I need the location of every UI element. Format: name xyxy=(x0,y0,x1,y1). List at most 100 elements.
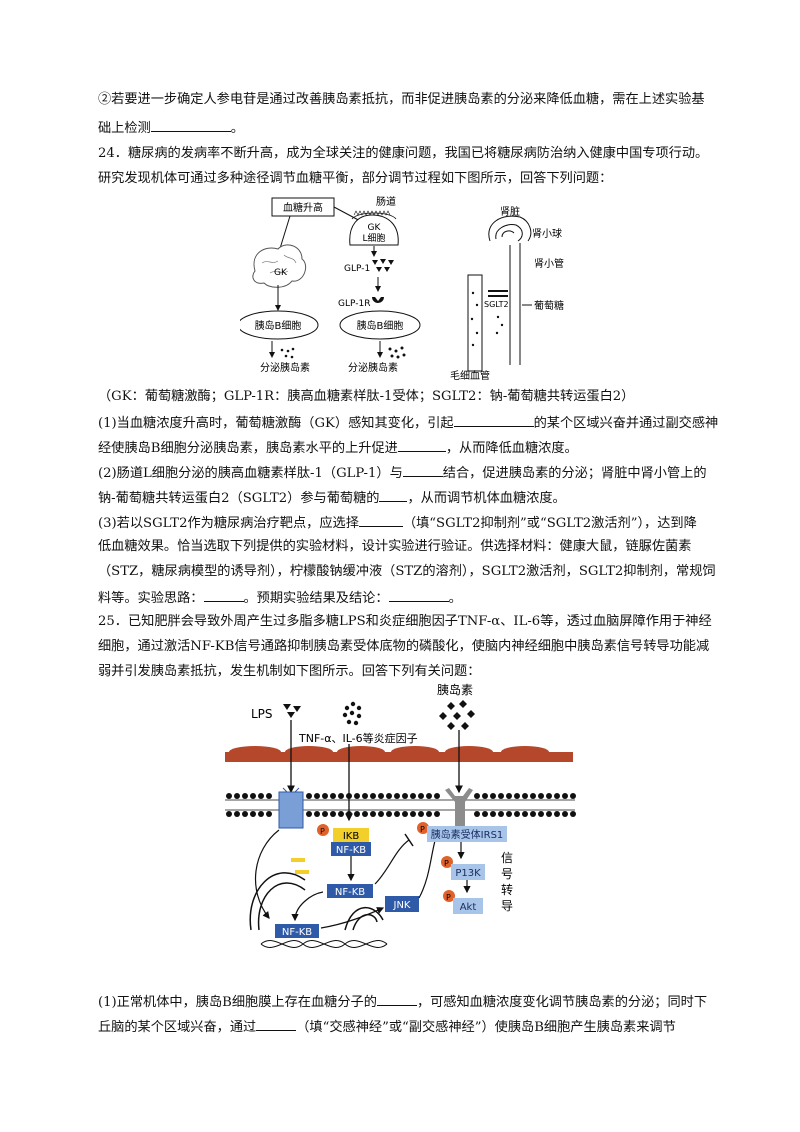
q24-p2-text-b: 结合，促进胰岛素的分泌；肾脏中肾小管上的 xyxy=(442,466,707,481)
phospholipid-head xyxy=(482,793,488,799)
ikb-box xyxy=(333,828,369,842)
insulin-label: 胰岛素 xyxy=(437,682,473,697)
beta-cell-1 xyxy=(240,310,319,340)
phospholipid-head xyxy=(402,793,408,799)
phospholipid-head xyxy=(322,793,328,799)
q24-p1-line-1: (1)当血糖浓度升高时，葡萄糖激酶（GK）感知其变化，引起 的某个区域兴奋并通过副… xyxy=(98,413,718,433)
insulin-diamonds xyxy=(439,700,475,730)
q24-p3-blank-1[interactable] xyxy=(358,513,403,527)
phospho-p13k-label: P xyxy=(444,859,449,868)
l-cell-shape xyxy=(349,214,399,246)
akt-label: Akt xyxy=(460,902,477,913)
q24-intro-2: 研究发现机体可通过多种途径调节血糖平衡，部分调节过程如下图所示，回答下列问题： xyxy=(98,171,613,186)
q24-p2-blank-2[interactable] xyxy=(379,488,408,502)
signal-char-3: 转 xyxy=(501,882,513,897)
phospholipid-head xyxy=(394,793,400,799)
cytokines-label: TNF-α、IL-6等炎症因子 xyxy=(298,731,418,745)
phospholipid-head xyxy=(378,793,384,799)
phospholipid-head xyxy=(338,811,344,817)
q25-p1-line-1: (1)正常机体中，胰岛B细胞膜上存在血糖分子的 ，可感知血糖浓度变化调节胰岛素的分… xyxy=(98,992,708,1012)
phospho-irs1-label: P xyxy=(420,825,425,834)
phospholipid-head xyxy=(386,811,392,817)
q24-p1-text-d: ，从而降低血糖浓度。 xyxy=(445,441,578,456)
phospholipid-head xyxy=(482,811,488,817)
phospholipid-head xyxy=(522,811,528,817)
phospholipid-head xyxy=(314,811,320,817)
phospholipid-head xyxy=(378,811,384,817)
phospholipid-head xyxy=(426,793,432,799)
phospholipid-head xyxy=(258,811,264,817)
q24-p3-line-4: 料等。实验思路：。预期实验结果及结论：。 xyxy=(98,588,708,608)
glucose-label: 葡萄糖 xyxy=(534,299,564,312)
q24-p1-line-2: 经使胰岛B细胞分泌胰岛素，胰岛素水平的上升促进，从而降低血糖浓度。 xyxy=(98,438,708,458)
phospholipid-head xyxy=(410,811,416,817)
sglt2-label: SGLT2 xyxy=(484,300,509,309)
phospholipid-head xyxy=(306,793,312,799)
l-cell-label: L细胞 xyxy=(362,232,385,244)
phospholipid-head xyxy=(250,793,256,799)
phospholipid-head xyxy=(522,793,528,799)
phospholipid-head xyxy=(546,793,552,799)
q24-p1-text-b: 的某个区域兴奋并通过副交感神 xyxy=(533,416,719,431)
glomerulus-label: 肾小球 xyxy=(532,227,562,240)
q24-p3-blank-3[interactable] xyxy=(388,588,449,602)
phospholipid-head xyxy=(490,793,496,799)
q25-intro-2: 细胞，通过激活NF-KB信号通路抑制胰岛素受体底物的磷酸化，使脑内神经细胞中胰岛… xyxy=(98,639,710,654)
phospho-akt xyxy=(443,890,455,902)
phospholipid-head xyxy=(562,793,568,799)
ikb-label: IKB xyxy=(343,831,360,842)
insulin-dots-2 xyxy=(388,346,406,359)
q24-p1-blank-2[interactable] xyxy=(397,438,446,452)
phospholipid-head xyxy=(506,793,512,799)
phospholipid-head xyxy=(258,793,264,799)
signal-char-1: 信 xyxy=(501,851,513,865)
phospholipid-head xyxy=(554,811,560,817)
q24-p3-blank-2[interactable] xyxy=(203,588,244,602)
phospholipid-head xyxy=(554,793,560,799)
q23-answer-blank[interactable] xyxy=(150,118,231,132)
phospholipid-head xyxy=(226,811,232,817)
phospholipid-head xyxy=(538,811,544,817)
capillary-label: 毛细血管 xyxy=(450,369,490,382)
blood-sugar-label: 血糖升高 xyxy=(283,201,323,214)
phospholipid-head xyxy=(506,811,512,817)
phospholipid-head xyxy=(266,811,272,817)
q25-p1-blank-1[interactable] xyxy=(376,992,417,1006)
q25-p1-blank-2[interactable] xyxy=(256,1017,297,1031)
q24-p3-text-a: (3)若以SGLT2作为糖尿病治疗靶点，应选择 xyxy=(98,516,359,531)
phospholipid-head xyxy=(434,793,440,799)
phospho-akt-label: P xyxy=(446,893,451,902)
phospholipid-head xyxy=(362,811,368,817)
phospholipid-head xyxy=(498,811,504,817)
nfkb-label-1: NF-KB xyxy=(336,845,366,856)
q25-p1-text-b: ，可感知血糖浓度变化调节胰岛素的分泌；同时下 xyxy=(416,995,708,1010)
phospholipid-head xyxy=(514,793,520,799)
q24-p2-text-c: 钠-葡萄糖共转运蛋白2（SGLT2）参与葡萄糖的 xyxy=(98,491,380,506)
phospholipid-head xyxy=(546,811,552,817)
phospholipid-head xyxy=(234,793,240,799)
q24-p3-line-3: （STZ，糖尿病模型的诱导剂），柠檬酸钠缓冲液（STZ的溶剂），SGLT2激活剂… xyxy=(98,564,716,579)
beta-cell-1-label: 胰岛B细胞 xyxy=(255,319,302,332)
lps-label: LPS xyxy=(251,707,273,721)
q25-p1-text-a: (1)正常机体中，胰岛B细胞膜上存在血糖分子的 xyxy=(98,995,377,1010)
phospholipid-head xyxy=(570,793,576,799)
phospholipid-head xyxy=(386,793,392,799)
beta-cell-2 xyxy=(339,310,421,340)
q24-legend: （GK：葡萄糖激酶；GLP-1R：胰高血糖素样肽-1受体；SGLT2：钠-葡萄糖… xyxy=(98,389,635,404)
q23-line-2-end: 。 xyxy=(230,121,244,136)
q24-p1-text-a: (1)当血糖浓度升高时，葡萄糖激酶（GK）感知其变化，引起 xyxy=(98,416,454,431)
phospholipid-head xyxy=(250,811,256,817)
phospho-ikb xyxy=(317,824,329,836)
q23-line-2: 础上检测。 xyxy=(98,118,708,138)
q24-figure: 血糖升高 GK 胰岛B细胞 分泌胰岛素 肠道 GK L细胞 GLP-1 GLP-… xyxy=(240,195,564,382)
q24-p2-blank-1[interactable] xyxy=(402,463,443,477)
q24-p1-blank-1[interactable] xyxy=(453,413,534,427)
p13k-box xyxy=(451,864,485,880)
q24-p3-line-1: (3)若以SGLT2作为糖尿病治疗靶点，应选择（填“SGLT2抑制剂”或“SGL… xyxy=(98,513,708,533)
glp1-label: GLP-1 xyxy=(344,264,370,274)
glp1r-receptor xyxy=(372,297,384,303)
q25-figure: 胰岛素 LPS TNF-α、IL-6等炎症因子 P IKB NF-KB NF-K… xyxy=(225,682,576,948)
phospholipid-head xyxy=(314,793,320,799)
phospholipid-head xyxy=(370,793,376,799)
phospholipid-head xyxy=(426,811,432,817)
